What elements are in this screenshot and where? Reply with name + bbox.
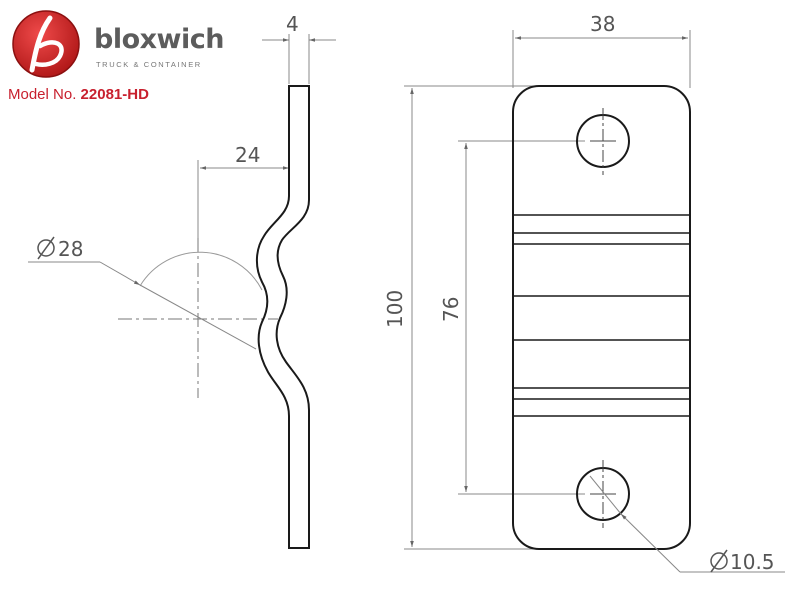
diameter-symbol-icon bbox=[37, 236, 55, 260]
dimension-hole-diameter bbox=[589, 475, 785, 573]
thickness-label: 4 bbox=[286, 12, 299, 36]
diameter-symbol-icon bbox=[710, 549, 728, 573]
dimension-length bbox=[404, 85, 552, 550]
length-label: 100 bbox=[383, 290, 407, 328]
bottom-hole bbox=[576, 460, 630, 528]
dimension-bend-diameter bbox=[28, 261, 257, 350]
width-label: 38 bbox=[590, 12, 615, 36]
side-view: 4 24 28 bbox=[28, 12, 336, 549]
dimension-offset bbox=[197, 160, 289, 250]
bend-centerlines bbox=[118, 238, 278, 398]
brand-name: bloxwich bbox=[94, 24, 224, 55]
model-number: Model No. 22081-HD bbox=[8, 86, 149, 103]
bend-diameter-label: 28 bbox=[58, 237, 83, 261]
model-number-value: 22081-HD bbox=[80, 86, 149, 103]
bend-lines bbox=[513, 214, 690, 417]
dimension-hole-spacing bbox=[458, 140, 585, 495]
model-label: Model No. bbox=[8, 86, 77, 103]
offset-label: 24 bbox=[235, 143, 260, 167]
bloxwich-logo-icon bbox=[12, 10, 80, 78]
brand-logo: bloxwich TRUCK & CONTAINER bbox=[10, 8, 230, 80]
top-hole bbox=[576, 108, 630, 175]
hole-diameter-label: 10.5 bbox=[730, 550, 775, 574]
plate-outline bbox=[512, 85, 691, 550]
strap-profile bbox=[256, 85, 310, 549]
dimension-thickness bbox=[262, 34, 336, 84]
front-view: 38 100 76 bbox=[383, 12, 785, 574]
brand-tagline: TRUCK & CONTAINER bbox=[96, 60, 202, 69]
dimension-width bbox=[512, 30, 691, 88]
bend-radius-arc bbox=[139, 251, 263, 291]
hole-spacing-label: 76 bbox=[439, 297, 463, 322]
